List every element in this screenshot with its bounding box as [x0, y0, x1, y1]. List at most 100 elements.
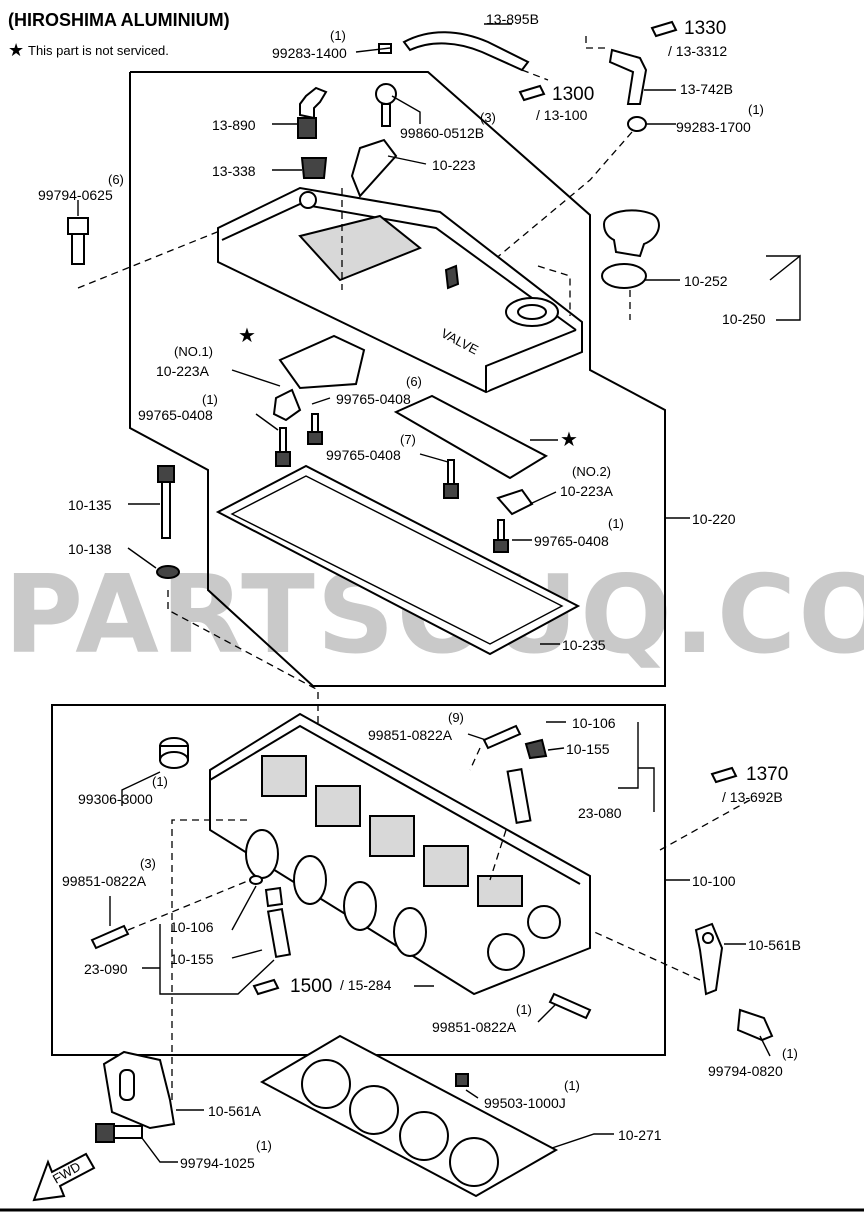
ref-hand-icon-1300 [518, 84, 546, 102]
bolt-shank [381, 103, 391, 127]
oil-filler-hole [517, 304, 547, 320]
cam-bore-front-2 [527, 905, 561, 939]
cover-bolt-10-135-head [157, 465, 175, 483]
qty-99794-1025: (1) [256, 1138, 272, 1153]
qty-99503: (1) [564, 1078, 580, 1093]
cover-bolt-10-135 [161, 481, 171, 539]
bolt-99794-1025-head [95, 1123, 115, 1143]
label-99306-3000: 99306-3000 [78, 791, 153, 807]
bolt-dash [77, 225, 233, 289]
hose-13-742b [608, 48, 648, 105]
qty-99283-1700: (1) [748, 102, 764, 117]
screw-99765-b [311, 413, 319, 433]
ref-1300-sub: / 13-100 [536, 107, 588, 123]
pcv-valve-body [297, 117, 317, 139]
baffle-plate-no1 [278, 334, 366, 390]
cam-journals [261, 755, 523, 907]
qty-99283-1400: (1) [330, 28, 346, 43]
valve-guide-23-090 [266, 907, 292, 959]
label-10-106-a: 10-106 [572, 715, 616, 731]
label-99765-0408-b: 99765-0408 [336, 391, 411, 407]
screw-99765-a-head [275, 451, 291, 467]
valve-guide-23-080 [506, 768, 532, 824]
bolt-99794-0820 [736, 1008, 774, 1042]
hose-13-895b [402, 31, 530, 72]
qty-99765-e: (1) [608, 516, 624, 531]
not-serviced-note: This part is not serviced. [28, 43, 169, 58]
label-99851-0822a-9: 99851-0822A [368, 727, 453, 743]
ref-hand-icon-1330 [650, 20, 678, 38]
qty-99794-0820: (1) [782, 1046, 798, 1061]
label-10-100: 10-100 [692, 873, 736, 889]
oil-cap-seal-10-252 [601, 263, 647, 289]
label-99851-0822a-1: 99851-0822A [432, 1019, 517, 1035]
star-icon-not-serviced-2: ★ [560, 429, 578, 451]
screw-99765-a [279, 427, 287, 453]
bolt-99794-0625-shank [71, 233, 85, 265]
label-10-155-b: 10-155 [170, 951, 214, 967]
clip-10-106-b [249, 875, 263, 885]
baffle-plate-no2 [393, 394, 549, 480]
label-10-271: 10-271 [618, 1127, 662, 1143]
no2-10-223a: (NO.2) [572, 464, 611, 479]
label-99283-1700: 99283-1700 [676, 119, 751, 135]
gasket-bores [301, 1059, 499, 1187]
screw-99765-c [447, 459, 455, 485]
hose-link-dashed [585, 36, 610, 49]
qty-99860: (3) [480, 110, 496, 125]
stud-99851-3 [90, 924, 130, 950]
hose-dash-down [469, 131, 633, 281]
engine-hanger-10-561a [102, 1050, 176, 1130]
bracket-10-223a-no1 [272, 388, 302, 422]
ref-1300: 1300 [552, 84, 594, 105]
label-99765-0408-c: 99765-0408 [326, 447, 401, 463]
cam-bore-front-1 [487, 933, 525, 971]
qty-99765-c: (6) [406, 374, 422, 389]
no1-10-223a: (NO.1) [174, 344, 213, 359]
hanger-b-dash [589, 929, 701, 981]
fwd-arrow-icon [32, 1152, 96, 1202]
qty-99765-d: (7) [400, 432, 416, 447]
ref-1370-sub: / 13-692B [722, 789, 783, 805]
label-10-135: 10-135 [68, 497, 112, 513]
bolt-99860-0512b [375, 83, 397, 105]
label-99765-0408-e: 99765-0408 [534, 533, 609, 549]
label-10-561b: 10-561B [748, 937, 801, 953]
intake-ports [245, 829, 427, 957]
bracket-10-223a-no2 [496, 488, 534, 516]
ref-1500-sub: / 15-284 [340, 977, 392, 993]
label-10-223a-no2: 10-223A [560, 483, 614, 499]
label-10-220: 10-220 [692, 511, 736, 527]
label-99765-0408-a: 99765-0408 [138, 407, 213, 423]
gasket-inner [230, 475, 564, 645]
seal-washer-10-138 [156, 565, 180, 579]
label-99794-0820: 99794-0820 [708, 1063, 783, 1079]
stud-99851-1 [548, 992, 592, 1020]
leader-lines [77, 23, 801, 1163]
ref-1330: 1330 [684, 18, 726, 39]
stud-dash-top [469, 747, 481, 771]
label-13-895b: 13-895B [486, 11, 539, 27]
label-10-252: 10-252 [684, 273, 728, 289]
star-icon-not-serviced: ★ [238, 325, 256, 347]
engine-hanger-10-561b [694, 922, 724, 996]
hanger-a-dash [171, 819, 250, 1100]
label-13-890: 13-890 [212, 117, 256, 133]
ref-1500: 1500 [290, 976, 332, 997]
cover-group-frame [129, 71, 666, 687]
label-99794-1025: 99794-1025 [180, 1155, 255, 1171]
star-icon: ★ [8, 40, 24, 60]
plug-99306-3000-bottom [159, 751, 189, 769]
qty-99851-3: (3) [140, 856, 156, 871]
label-10-235: 10-235 [562, 637, 606, 653]
label-10-106-b: 10-106 [170, 919, 214, 935]
pcv-valve-13-890 [299, 86, 328, 120]
label-23-090: 23-090 [84, 961, 128, 977]
cover-pcv-hole [299, 191, 317, 209]
clamp-99283-1700 [627, 116, 647, 132]
qty-99851-1: (1) [516, 1002, 532, 1017]
ref-1370: 1370 [746, 764, 788, 785]
screw-99765-b-head [307, 431, 323, 445]
dowel-99503-1000j [455, 1073, 469, 1087]
label-99283-1400: 99283-1400 [272, 45, 347, 61]
